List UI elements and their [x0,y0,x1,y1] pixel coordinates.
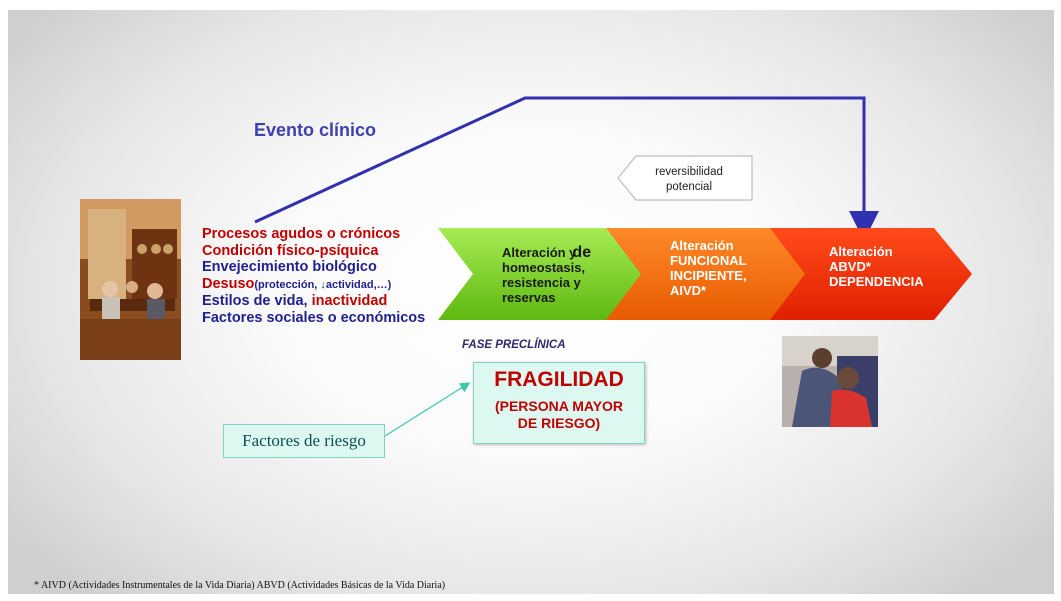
factor-desuso: Desuso(protección, ↓actividad,…) [202,276,425,294]
stage-3-text: Alteración ABVD* DEPENDENCIA [829,244,924,289]
stage-1-line1-wrap: Alteración yde [502,244,592,261]
factor-procesos: Procesos agudos o crónicos [202,226,401,242]
stage-3-line2: ABVD* [829,259,871,274]
factores-riesgo-box [223,424,385,458]
stage-1-line1: Alteración y [502,245,577,260]
evento-clinico-label: Evento clínico [254,120,377,140]
stage-3-chevron [770,228,972,320]
stage-2-line3: INCIPIENTE, [670,268,747,283]
riesgo-connector [384,382,471,437]
fragilidad-subtitle: (PERSONA MAYOR DE RIESGO) [473,398,645,432]
factor-estilos-main: Estilos de vida, [202,293,312,309]
factores-riesgo-label: Factores de riesgo [242,431,366,450]
fragilidad-sub-line2: DE RIESGO) [517,415,601,431]
factor-estilos: Estilos de vida, inactividad [202,293,425,310]
stage-3-line1: Alteración [829,244,893,259]
stage-1-text: Alteración yde homeostasis, resistencia … [502,244,592,306]
stage-1-chevron [438,228,646,320]
stage-2-line1: Alteración [670,238,734,253]
fragilidad-title: FRAGILIDAD [494,368,624,391]
reversibilidad-arrow [617,155,753,201]
stage-2-line2: FUNCIONAL [670,253,747,268]
fragilidad-sub-line1: (PERSONA MAYOR [494,398,624,414]
fragilidad-box [473,362,645,444]
reversibilidad-line2: potencial [665,181,713,193]
stage-1-line3: resistencia y [502,275,581,290]
reversibilidad-label: reversibilidad potencial [618,165,760,195]
stage-2-chevron [606,228,810,320]
factor-desuso-main: Desuso [202,275,255,292]
factors-list: Procesos agudos o crónicos Condición fís… [202,226,425,326]
stage-3-line3: DEPENDENCIA [829,274,924,289]
factor-sociales: Factores sociales o económicos [202,309,426,326]
stage-1-de: de [572,244,592,261]
caregiver-elderly-woman-photo [782,336,878,427]
stage-2-line4: AIVD* [670,283,707,298]
fase-preclinica-label: FASE PRECLÍNICA [462,339,566,351]
elderly-people-dining-room-photo [80,199,181,360]
stage-2-text: Alteración FUNCIONAL INCIPIENTE, AIVD* [670,238,747,298]
reversibilidad-line1: reversibilidad [655,166,723,178]
stage-1-line4: reservas [502,290,556,305]
factor-desuso-detail: (protección, ↓actividad,…) [254,278,392,291]
stage-1-line2: homeostasis, [502,260,586,275]
factor-condicion: Condición físico-psíquica [202,242,379,259]
footnote: * AIVD (Actividades Instrumentales de la… [34,580,446,591]
factor-envejecimiento: Envejecimiento biológico [202,259,377,275]
evento-clinico-path [254,96,879,241]
factor-inactividad: inactividad [311,293,388,309]
